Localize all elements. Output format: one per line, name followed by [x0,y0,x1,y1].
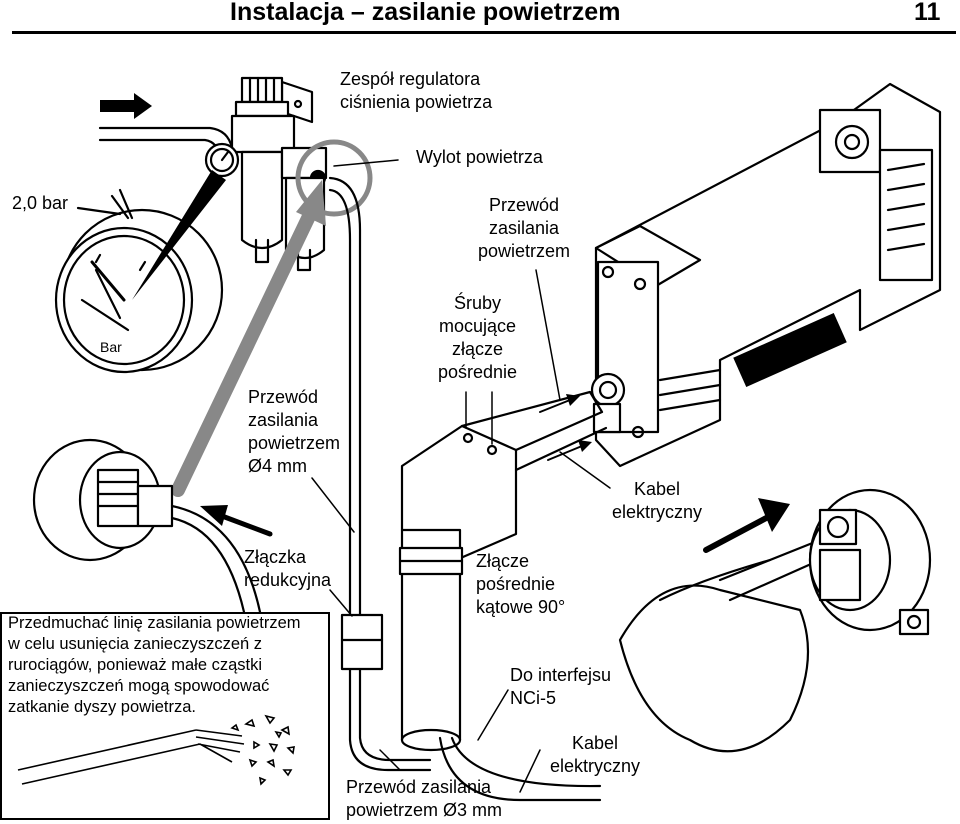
hand-with-connector [618,488,932,753]
warning-note: Przedmuchać linię zasilania powietrzem w… [8,613,330,718]
note-line: rurociągów, ponieważ małe cząstki [8,656,263,674]
page-number: 11 [914,0,941,26]
air-inflow-arrow [100,93,152,119]
gauge-arrow [132,170,226,300]
renishaw-unit [590,82,942,468]
connector-arrow [703,498,790,553]
note-line: Przedmuchać linię zasilania powietrzem [8,614,301,632]
left-coupling [32,438,262,614]
outlet-label: Wylot powietrza [416,147,543,167]
pressure-label: 2,0 bar [12,193,69,213]
zoom-arrow [171,180,326,497]
note-line: w celu usunięcia zanieczyszczeń z [8,635,263,653]
note-line: zatkanie dyszy powietrza. [8,698,197,716]
gauge-unit-label: Bar [100,339,122,355]
note-line: zanieczyszczeń mogą spowodować [8,677,270,695]
page-title: Instalacja – zasilanie powietrzem [230,0,621,26]
cable-bottom [438,736,602,802]
angle-adapter [398,390,608,752]
air-hose-4mm [328,176,432,762]
page-header: Instalacja – zasilanie powietrzem 11 [0,0,960,34]
reducer-fitting [340,613,384,671]
reducer-arrow [200,505,273,537]
warning-note-box [0,612,330,820]
header-rule [12,31,956,34]
outlet-highlight [295,139,373,217]
